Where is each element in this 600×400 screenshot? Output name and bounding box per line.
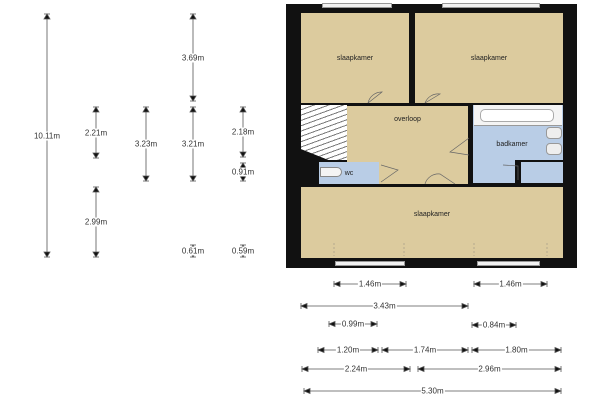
arrow-right-icon xyxy=(461,346,470,354)
door-swings xyxy=(367,91,519,185)
arrow-up-icon xyxy=(189,106,197,113)
arrow-down-icon xyxy=(189,175,197,182)
arrow-up-icon xyxy=(92,186,100,193)
horizontal-dimension-label: 0.84m xyxy=(481,320,507,329)
horizontal-dimension-label: 1.80m xyxy=(504,345,529,354)
arrow-up-icon xyxy=(239,106,247,113)
staircase xyxy=(301,105,347,160)
horizontal-dimension-label: 2.24m xyxy=(343,364,369,373)
vertical-dimension-label: 2.21m xyxy=(83,128,109,137)
vertical-dimension-label: 2.18m xyxy=(230,127,256,137)
arrow-down-icon xyxy=(239,175,247,182)
horizontal-dimension-label: 5.30m xyxy=(420,386,445,395)
room-label: slaapkamer xyxy=(336,54,374,62)
horizontal-dimension-label: 0.99m xyxy=(340,319,366,328)
arrow-left-icon xyxy=(416,365,425,373)
vertical-dimension-label: 3.21m xyxy=(180,139,206,149)
arrow-right-icon xyxy=(399,280,408,288)
arrow-right-icon xyxy=(554,387,563,395)
arrow-right-icon xyxy=(461,302,470,310)
room-label: badkamer xyxy=(496,140,528,148)
sink-icon xyxy=(546,127,562,139)
shower-area xyxy=(521,162,563,183)
arrow-up-icon xyxy=(92,106,100,113)
room-label: overloop xyxy=(394,116,421,123)
horizontal-dimension-label: 1.20m xyxy=(335,345,361,354)
arrow-right-icon xyxy=(554,346,563,354)
arrow-right-icon xyxy=(509,321,518,329)
arrow-left-icon xyxy=(470,321,479,329)
window xyxy=(442,3,540,8)
window xyxy=(322,3,392,8)
vertical-dimension-label: 3.69m xyxy=(180,53,206,62)
arrow-down-icon xyxy=(92,152,100,159)
window xyxy=(335,261,405,266)
arrow-right-icon xyxy=(554,365,563,373)
arrow-right-icon xyxy=(371,346,380,354)
window xyxy=(477,261,540,266)
bathtub-icon xyxy=(474,105,562,126)
horizontal-dimension-label: 2.96m xyxy=(477,364,502,373)
room-label: slaapkamer xyxy=(413,211,451,218)
vertical-dimension-label: 3.23m xyxy=(133,139,159,149)
arrow-down-icon xyxy=(92,251,100,258)
arrow-left-icon xyxy=(302,387,311,395)
arrow-left-icon xyxy=(380,346,389,354)
vertical-dimension-label: 0.59m xyxy=(230,246,256,256)
horizontal-dimension-label: 1.46m xyxy=(357,279,383,288)
vertical-dimension-label: 10.11m xyxy=(32,131,62,140)
vertical-dimension-label: 2.99m xyxy=(83,217,109,227)
toilet-icon xyxy=(320,167,342,177)
room-bedroom-bottom: slaapkamer xyxy=(301,187,563,258)
arrow-up-icon xyxy=(189,13,197,20)
arrow-left-icon xyxy=(470,346,479,354)
arrow-down-icon xyxy=(189,95,197,102)
arrow-down-icon xyxy=(43,251,51,258)
room-bedroom-top-left: slaapkamer xyxy=(301,13,409,103)
arrow-left-icon xyxy=(300,365,309,373)
vertical-dimension-label: 0.61m xyxy=(180,246,206,256)
horizontal-dimension-label: 1.46m xyxy=(498,279,523,288)
arrow-left-icon xyxy=(327,320,336,328)
room-label: wc xyxy=(344,169,354,177)
horizontal-dimension-label: 3.43m xyxy=(372,301,397,310)
arrow-up-icon xyxy=(142,106,150,113)
arrow-left-icon xyxy=(472,280,481,288)
vertical-dimension-label: 0.91m xyxy=(230,167,256,177)
room-label: slaapkamer xyxy=(470,54,508,62)
arrow-left-icon xyxy=(332,280,341,288)
arrow-right-icon xyxy=(403,365,412,373)
sink-icon xyxy=(546,143,562,155)
arrow-down-icon xyxy=(239,151,247,158)
arrow-left-icon xyxy=(316,346,325,354)
arrow-up-icon xyxy=(43,13,51,20)
horizontal-dimension-label: 1.74m xyxy=(412,345,438,354)
arrow-right-icon xyxy=(540,280,549,288)
arrow-down-icon xyxy=(142,175,150,182)
arrow-left-icon xyxy=(299,302,308,310)
arrow-right-icon xyxy=(370,320,379,328)
room-bedroom-top-right: slaapkamer xyxy=(415,13,563,103)
